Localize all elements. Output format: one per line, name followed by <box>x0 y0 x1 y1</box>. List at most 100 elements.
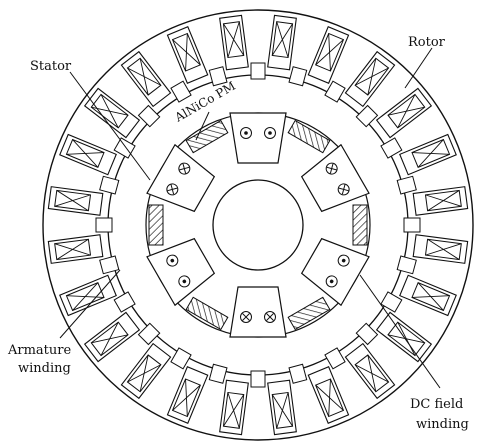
stator-tooth-tip <box>355 322 379 346</box>
rotor-slot <box>267 14 297 71</box>
coil-cross-line <box>367 58 377 96</box>
stator-tooth <box>396 255 417 275</box>
stator-tooth <box>113 291 136 313</box>
armature-leader-line <box>59 269 121 339</box>
salient-pole <box>146 143 216 213</box>
rotor-slot <box>344 50 396 108</box>
dc-field-winding-label-line2: winding <box>416 417 469 432</box>
stator-tooth-tip <box>137 322 161 346</box>
coil-cross-line <box>315 384 344 411</box>
stator-tooth-tip <box>403 217 421 233</box>
rotor-slot <box>166 366 209 424</box>
stator-tooth-tip <box>380 137 403 159</box>
stator-tooth-tip <box>99 255 120 275</box>
pole-shoe <box>146 237 216 307</box>
stator-tooth <box>355 104 379 128</box>
rotor-slot <box>219 14 249 71</box>
alnico-pm <box>148 204 164 246</box>
coil-cross-line <box>56 238 89 260</box>
alnico-pm <box>185 296 229 331</box>
pole-shoe <box>229 286 287 338</box>
pole-shoe <box>300 143 370 213</box>
current-dot <box>329 279 334 284</box>
current-dot <box>182 279 187 284</box>
coil-cross-line <box>172 39 201 66</box>
stator-tooth-tip <box>95 217 113 233</box>
coil-cross-line <box>271 394 293 427</box>
salient-pole <box>146 237 216 307</box>
coil-cross-line <box>387 334 425 344</box>
shaft-circle <box>212 179 304 271</box>
coil-cross-line <box>276 21 289 58</box>
stator-tooth-tip <box>380 291 403 313</box>
stator-tooth-tip <box>396 255 417 275</box>
coil-cross-line <box>354 364 389 383</box>
coil-cross-line <box>427 190 460 212</box>
stator-tooth <box>208 66 228 87</box>
rotor-leader-line <box>404 47 433 89</box>
alnico-pm <box>352 204 368 246</box>
alnico-pm <box>185 119 229 154</box>
pm-block <box>352 204 368 246</box>
current-cross-line <box>341 184 346 195</box>
rotor-slot <box>412 234 469 264</box>
stator-tooth-tip <box>137 104 161 128</box>
stator-tooth-tip <box>396 175 417 195</box>
rotor-slot <box>412 186 469 216</box>
coil-cross-line <box>139 354 149 392</box>
coil-cross-line <box>227 392 240 429</box>
stator-tooth <box>324 347 346 370</box>
stator-salient-poles <box>146 112 370 338</box>
rotor-slot <box>307 26 350 84</box>
stator-tooth <box>355 322 379 346</box>
rotor-label: Rotor <box>408 35 446 50</box>
rotor-slot <box>375 87 433 139</box>
stator-tooth <box>170 347 192 370</box>
pole-shoe <box>146 143 216 213</box>
stator-label: Stator <box>30 59 72 74</box>
current-dot <box>341 258 346 263</box>
current-cross-line <box>329 163 334 174</box>
coil-cross-line <box>397 94 416 129</box>
rotor-slot-ring <box>47 14 469 436</box>
coil-cross-line <box>66 152 105 155</box>
pm-block <box>287 119 331 154</box>
current-cross-line <box>266 313 274 321</box>
coil-cross-line <box>411 295 450 298</box>
stator-tooth-tip <box>208 66 228 87</box>
rotor-slot <box>83 311 141 363</box>
salient-pole <box>229 286 287 338</box>
pm-block <box>185 119 229 154</box>
stator-tooth-tip <box>355 104 379 128</box>
stator-tooth-tip <box>250 370 266 388</box>
stator-tooth-tip <box>250 62 266 80</box>
stator-tooth-tip <box>170 80 192 103</box>
stator-tooth <box>95 217 113 233</box>
rotor-slot <box>307 366 350 424</box>
pm-block <box>185 296 229 331</box>
current-dot <box>244 131 248 135</box>
stator-tooth-tip <box>288 66 308 87</box>
alnico-permanent-magnets <box>148 119 368 331</box>
rotor-slot <box>59 274 117 317</box>
stator-tooth-tip <box>324 80 346 103</box>
coil-cross-line <box>72 282 99 311</box>
pole-shoe <box>300 237 370 307</box>
stator-tooth <box>208 363 228 384</box>
current-dot <box>170 258 175 263</box>
stator-tooth <box>403 217 421 233</box>
armature-winding-label-line2: winding <box>18 361 71 376</box>
rotor-slot <box>267 379 297 436</box>
dc-field-winding-label-line1: DC field <box>410 397 463 412</box>
stator-tooth <box>137 104 161 128</box>
rotor-slot <box>47 234 104 264</box>
salient-pole <box>300 237 370 307</box>
coil-cross-line <box>417 139 444 168</box>
stator-tooth <box>250 62 266 80</box>
stator-tooth-tip <box>113 291 136 313</box>
stator-tooth <box>396 175 417 195</box>
rotor-slot <box>399 274 457 317</box>
coil-cross-line <box>100 321 119 356</box>
stator-tooth <box>250 370 266 388</box>
